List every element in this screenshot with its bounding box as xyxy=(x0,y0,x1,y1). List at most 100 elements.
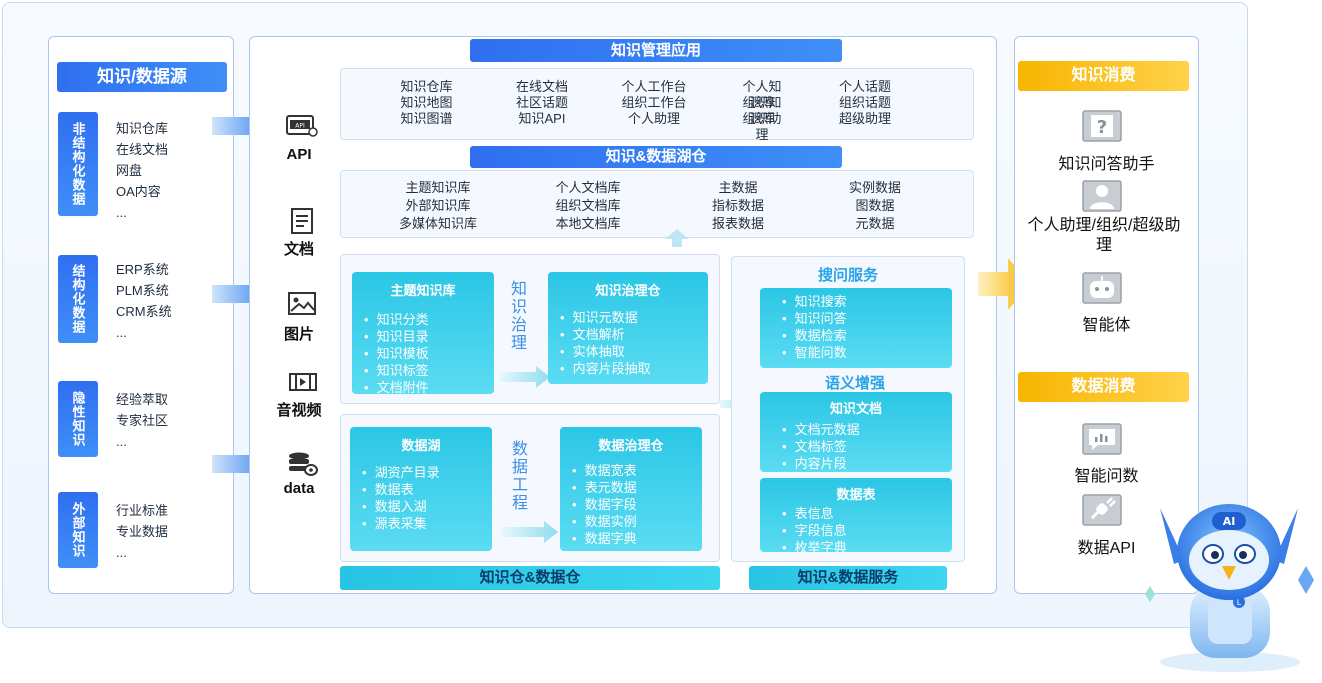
warehouse-footer: 知识仓&数据仓 xyxy=(340,566,720,590)
services-footer: 知识&数据服务 xyxy=(749,566,947,590)
search-service-title: 搜问服务 xyxy=(817,267,878,284)
topic-knowledge-box: 主题知识库 知识分类 知识目录 知识模板 知识标签 文档附件 xyxy=(352,272,494,396)
datalake-box: 数据湖 湖资产目录 数据表 数据入湖 源表采集 xyxy=(350,427,492,551)
up-arrow-icon xyxy=(665,229,689,247)
list-item: 数据字段 xyxy=(572,496,702,513)
apps-title: 知识管理应用 xyxy=(470,39,842,62)
lake-item: 报表数据 xyxy=(711,216,764,231)
lake-rows: 主题知识库 个人文档库 主数据 实例数据 外部知识库 组织文档库 指标数据 图数… xyxy=(340,180,974,234)
question-icon: ? xyxy=(1082,110,1122,142)
source-group-list-external: 行业标准 专业数据 ... xyxy=(116,500,168,563)
video-icon xyxy=(289,373,317,391)
app-item: 在线文档 xyxy=(515,79,568,94)
consumption-item-label: 知识问答助手 xyxy=(1058,156,1155,173)
source-item: ... xyxy=(116,325,127,340)
lake-item: 本地文档库 xyxy=(555,216,621,231)
list-item: 知识元数据 xyxy=(560,309,708,326)
source-item: 网盘 xyxy=(116,163,143,178)
source-item: 经验萃取 xyxy=(116,392,169,407)
source-group-list-tacit: 经验萃取 专家社区 ... xyxy=(116,389,168,452)
mascot-badge: AI xyxy=(1223,515,1236,528)
input-label-video: 音视频 xyxy=(276,402,322,419)
app-item: 个人知识库 xyxy=(742,79,782,110)
lake-item: 指标数据 xyxy=(711,198,764,213)
user-icon xyxy=(1082,180,1122,212)
list-item: 数据检索 xyxy=(782,327,952,344)
svg-text:API: API xyxy=(295,123,305,130)
semantic-enhance-title: 语义增强 xyxy=(824,375,885,392)
lake-title: 知识&数据湖仓 xyxy=(470,146,842,168)
app-item: 知识API xyxy=(518,111,566,126)
app-item: 社区话题 xyxy=(515,95,568,110)
source-group-label-structured: 结构化数据 xyxy=(58,255,98,343)
list-item: 文档元数据 xyxy=(782,421,952,438)
list-item: 文档标签 xyxy=(782,438,952,455)
list-item: 智能问数 xyxy=(782,344,952,361)
source-item: ... xyxy=(116,545,127,560)
svg-text:L: L xyxy=(1237,598,1242,607)
lake-item: 组织文档库 xyxy=(555,198,621,213)
knowledge-governance-box: 知识治理仓 知识元数据 文档解析 实体抽取 内容片段抽取 xyxy=(548,272,708,384)
apps-grid xyxy=(340,68,974,140)
input-label-data: data xyxy=(283,480,315,497)
source-group-label-tacit: 隐性知识 xyxy=(58,381,98,457)
consumption-item-label: 智能体 xyxy=(1082,317,1131,334)
consumption-item-label: 数据API xyxy=(1077,540,1136,557)
flow-arrow-icon xyxy=(500,366,550,388)
ai-robot-mascot-icon: L AI xyxy=(1145,504,1314,672)
source-item: PLM系统 xyxy=(116,283,169,298)
list-item: 文档解析 xyxy=(560,326,708,343)
api-icon: API xyxy=(286,115,318,137)
input-label-document: 文档 xyxy=(283,241,314,258)
input-label-image: 图片 xyxy=(283,326,314,343)
list-item: 枚举字典 xyxy=(782,539,952,556)
app-item: 个人话题 xyxy=(838,79,891,94)
source-item: CRM系统 xyxy=(116,304,172,319)
data-engineering-process: 数据工程 xyxy=(509,440,526,512)
list-item: 源表采集 xyxy=(362,515,492,532)
app-item: 个人助理 xyxy=(627,111,680,126)
list-item: 知识搜索 xyxy=(782,293,952,310)
data-table-box: 数据表 表信息 字段信息 枚举字典 xyxy=(760,478,952,555)
list-item: 知识问答 xyxy=(782,310,952,327)
list-item: 数据实例 xyxy=(572,513,702,530)
data-governance-box: 数据治理仓 数据宽表 表元数据 数据字段 数据实例 数据字典 xyxy=(560,427,702,551)
app-item: 组织话题 xyxy=(838,95,891,110)
app-item: 组织工作台 xyxy=(621,95,687,110)
source-group-label-unstructured: 非结构化数据 xyxy=(58,112,98,216)
search-service-box: 知识搜索 知识问答 数据检索 智能问数 xyxy=(760,288,952,368)
list-item: 内容片段抽取 xyxy=(560,360,708,377)
data-table-title: 数据表 xyxy=(836,487,876,502)
app-item: 知识仓库 xyxy=(400,79,453,94)
lake-item: 多媒体知识库 xyxy=(398,216,477,231)
source-group-list-unstructured: 知识仓库 在线文档 网盘 OA内容 ... xyxy=(116,118,168,223)
source-item: 行业标准 xyxy=(116,503,169,518)
robot-icon xyxy=(1082,272,1122,304)
data-consumption-title: 数据消费 xyxy=(1018,372,1189,402)
knowledge-consumption-title: 知识消费 xyxy=(1018,61,1189,91)
app-item: 超级助理 xyxy=(838,111,891,126)
list-item: 知识分类 xyxy=(364,311,494,328)
list-item: 数据字典 xyxy=(572,530,702,547)
topic-knowledge-title: 主题知识库 xyxy=(390,283,456,298)
input-label-api: API xyxy=(286,146,312,163)
database-icon xyxy=(289,452,318,476)
datalake-title: 数据湖 xyxy=(401,438,441,453)
list-item: 湖资产目录 xyxy=(362,464,492,481)
source-item: 在线文档 xyxy=(116,142,169,157)
consumption-item-label: 个人助理/组织/超级助理 xyxy=(1027,217,1181,254)
list-item: 表信息 xyxy=(782,505,952,522)
knowledge-doc-title: 知识文档 xyxy=(829,401,882,416)
list-item: 文档附件 xyxy=(364,379,494,396)
knowledge-governance-process: 知识治理 xyxy=(508,280,525,352)
source-group-label-external: 外部知识 xyxy=(58,492,98,568)
list-item: 知识目录 xyxy=(364,328,494,345)
list-item: 表元数据 xyxy=(572,479,702,496)
source-item: ... xyxy=(116,205,127,220)
app-item: 组织助理 xyxy=(742,111,782,142)
list-item: 知识标签 xyxy=(364,362,494,379)
flow-arrow-icon xyxy=(502,521,558,543)
knowledge-governance-title: 知识治理仓 xyxy=(595,283,661,298)
knowledge-doc-box: 知识文档 文档元数据 文档标签 内容片段 xyxy=(760,392,952,472)
data-governance-title: 数据治理仓 xyxy=(598,438,664,453)
